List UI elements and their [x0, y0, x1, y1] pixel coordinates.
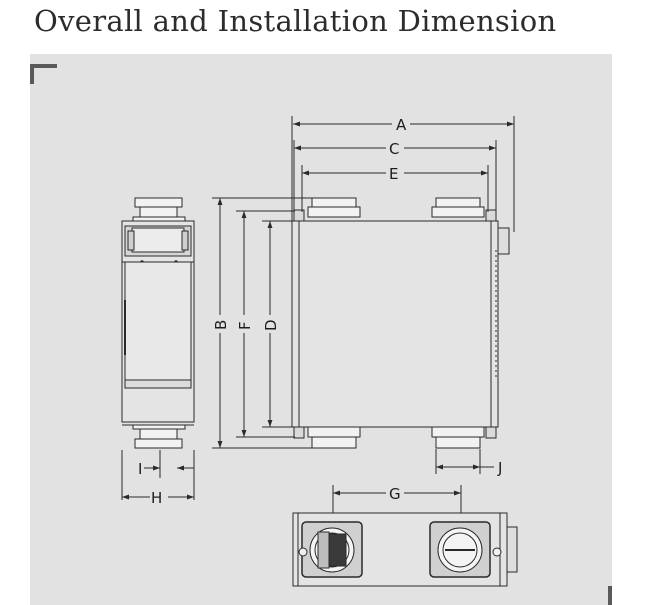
side-view: [121, 197, 195, 449]
dimension-label-f: F: [236, 321, 254, 330]
dimension-label-d: D: [262, 319, 280, 331]
front-view-j-dimension: [435, 449, 494, 474]
dimension-label-b: B: [212, 320, 230, 330]
front-view: [291, 197, 510, 449]
drawing-panel: I H A: [30, 54, 612, 605]
page-title: Overall and Installation Dimension: [34, 4, 557, 38]
dimension-drawing: I H A: [30, 64, 612, 605]
dimension-label-a: A: [396, 116, 407, 134]
dimension-label-j: J: [497, 459, 502, 477]
dimension-label-g: G: [389, 485, 401, 503]
dimension-label-h: H: [151, 489, 162, 507]
dimension-label-i: I: [138, 460, 142, 478]
dimension-label-e: E: [389, 165, 398, 183]
corner-bracket-icon: [30, 64, 57, 84]
dimension-label-c: C: [389, 140, 399, 158]
top-view: [292, 485, 518, 587]
